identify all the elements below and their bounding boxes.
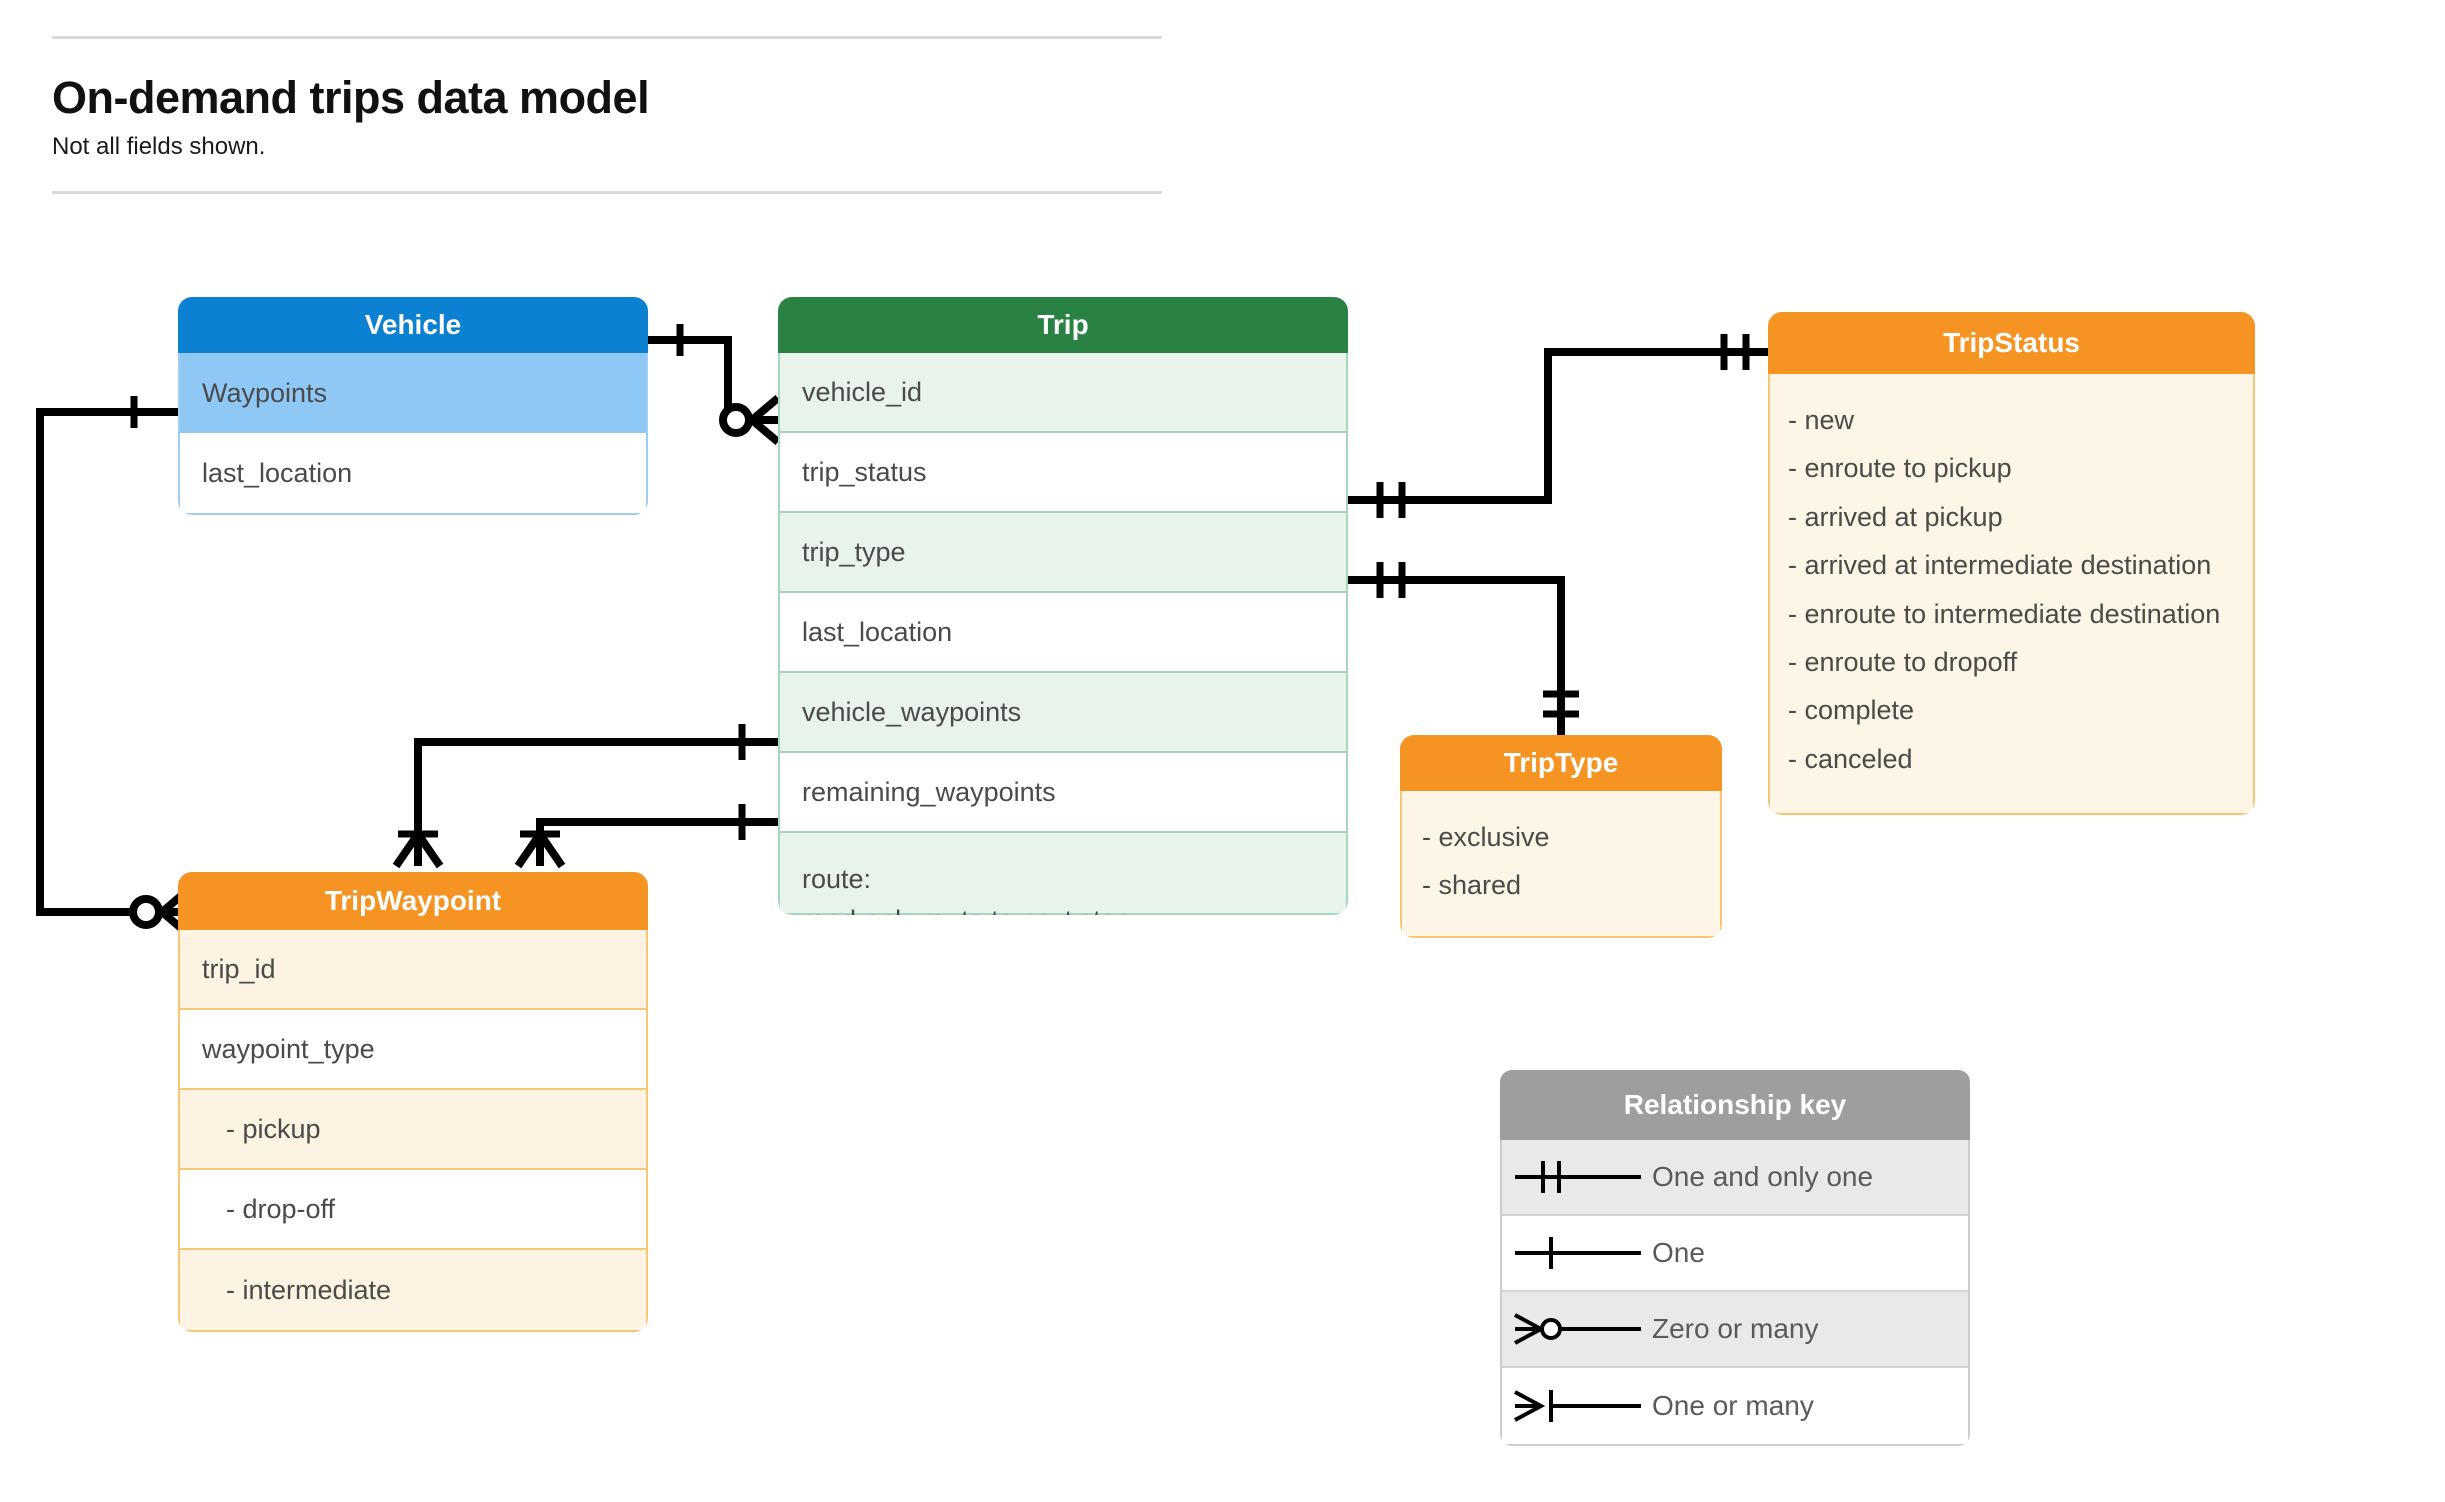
route-label: route: — [802, 864, 872, 894]
connector-vehicle-waypoints-to-tripwaypoint — [36, 396, 191, 938]
field-row[interactable]: vehicle_id — [780, 353, 1346, 433]
enum-item: - new — [1788, 405, 1855, 435]
legend-label: One — [1652, 1237, 1705, 1268]
enum-item: - arrived at pickup — [1788, 501, 2003, 532]
field-row[interactable]: trip_status — [780, 433, 1346, 513]
enum-item: - canceled — [1788, 743, 1913, 774]
entity-triptype[interactable]: TripType - exclusive - shared — [1400, 735, 1722, 938]
entity-vehicle-title: Vehicle — [178, 297, 648, 353]
entity-trip-body: vehicle_id trip_status trip_type last_lo… — [778, 353, 1348, 915]
entity-vehicle[interactable]: Vehicle Waypoints last_location — [178, 297, 648, 515]
entity-tripwaypoint[interactable]: TripWaypoint trip_id waypoint_type - pic… — [178, 872, 648, 1332]
field-row[interactable]: last_location — [180, 433, 646, 513]
enum-row[interactable]: - pickup — [180, 1090, 646, 1170]
title-rule-bottom — [52, 191, 1162, 195]
page-subtitle: Not all fields shown. — [52, 132, 266, 160]
enum-row[interactable]: - intermediate — [180, 1250, 646, 1330]
entity-tripstatus[interactable]: TripStatus - new - enroute to pickup - a… — [1768, 312, 2255, 816]
enum-item: - enroute to dropoff — [1788, 646, 2018, 677]
connector-vehicle-waypoints-field-to-tripwaypoint — [392, 724, 778, 869]
enum-item: - arrived at intermediate destination — [1788, 550, 2212, 581]
enum-item: - exclusive — [1422, 822, 1550, 852]
relationship-key-legend: Relationship key One and only one — [1500, 1070, 1970, 1446]
entity-triptype-title: TripType — [1400, 735, 1722, 791]
relationship-key-title: Relationship key — [1500, 1070, 1970, 1140]
enum-item: - enroute to pickup — [1788, 453, 2012, 484]
enum-row[interactable]: - drop-off — [180, 1170, 646, 1250]
field-row[interactable]: last_location — [780, 593, 1346, 673]
field-row[interactable]: Waypoints — [180, 353, 646, 433]
legend-label: One and only one — [1652, 1161, 1874, 1192]
entity-tripstatus-title: TripStatus — [1768, 312, 2255, 374]
entity-tripstatus-body: - new - enroute to pickup - arrived at p… — [1768, 374, 2255, 816]
entity-trip[interactable]: Trip vehicle_id trip_status trip_type la… — [778, 297, 1348, 915]
legend-row: One and only one — [1502, 1140, 1968, 1216]
field-row[interactable]: waypoint_type — [180, 1010, 646, 1090]
connector-vehicle-to-trip — [648, 324, 781, 446]
connector-remaining-waypoints-to-tripwaypoint — [514, 804, 778, 869]
legend-row: Zero or many — [1502, 1292, 1968, 1368]
entity-tripwaypoint-title: TripWaypoint — [178, 872, 648, 930]
entity-triptype-body: - exclusive - shared — [1400, 791, 1722, 938]
title-block: On-demand trips data model Not all field… — [52, 36, 1162, 195]
page-title: On-demand trips data model — [52, 72, 650, 123]
connector-trip-to-tripstatus — [1348, 334, 1768, 518]
enum-item: - complete — [1788, 695, 1915, 726]
field-row[interactable]: vehicle_waypoints — [780, 673, 1346, 753]
title-rule-top — [52, 36, 1162, 39]
enum-item: - enroute to intermediate destination — [1788, 598, 2221, 629]
relationship-key-body: One and only one One — [1500, 1140, 1970, 1446]
enum-item: - shared — [1422, 870, 1522, 901]
zero-or-many-icon — [1502, 1307, 1652, 1351]
field-row[interactable]: remaining_waypoints — [780, 753, 1346, 833]
legend-label: One or many — [1652, 1390, 1814, 1421]
one-icon — [1502, 1231, 1652, 1275]
field-row-route[interactable]: route: read-only route to next stop — [780, 833, 1346, 916]
entity-tripwaypoint-body: trip_id waypoint_type - pickup - drop-of… — [178, 930, 648, 1332]
field-row[interactable]: trip_type — [780, 513, 1346, 593]
legend-row: One or many — [1502, 1368, 1968, 1444]
legend-row: One — [1502, 1216, 1968, 1292]
connector-trip-to-triptype — [1348, 562, 1579, 735]
route-description: read-only route to next stop — [802, 900, 1346, 916]
legend-label: Zero or many — [1652, 1313, 1819, 1344]
field-row[interactable]: trip_id — [180, 930, 646, 1010]
entity-trip-title: Trip — [778, 297, 1348, 353]
entity-vehicle-body: Waypoints last_location — [178, 353, 648, 515]
one-and-only-one-icon — [1502, 1155, 1652, 1199]
one-or-many-icon — [1502, 1384, 1652, 1428]
